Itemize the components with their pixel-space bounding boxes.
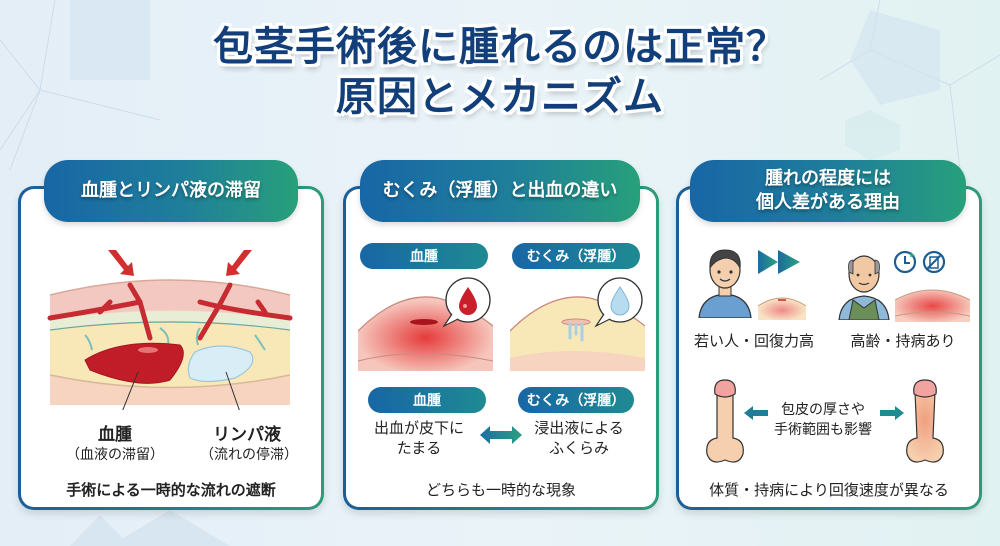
left-arrow-icon bbox=[744, 406, 768, 420]
card-2-header: むくみ（浮腫）と出血の違い bbox=[360, 160, 640, 222]
thickness-note: 包皮の厚さや 手術範囲も影響 bbox=[774, 402, 872, 438]
card-1-footer: 手術による一時的な流れの遮断 bbox=[66, 481, 276, 499]
skin-cross-section-illustration bbox=[47, 250, 293, 410]
young-person-label: 若い人・回復力高 bbox=[693, 332, 814, 350]
double-arrow-icon bbox=[480, 426, 522, 444]
card-3-header-line-1: 腫れの程度には bbox=[765, 168, 891, 189]
page-title: 包茎手術後に腫れるのは正常？ 原因とメカニズム bbox=[0, 22, 1000, 122]
hematoma-label: 血腫 bbox=[98, 425, 132, 445]
title-line-1: 包茎手術後に腫れるのは正常？ bbox=[213, 24, 787, 70]
hematoma-sublabel: （血液の滞留） bbox=[66, 447, 164, 463]
elderly-person-label: 高齢・持病あり bbox=[850, 332, 956, 350]
bottom-pill-hematoma: 血腫 bbox=[368, 387, 486, 413]
blood-drop-icon bbox=[459, 287, 477, 315]
lymph-sublabel: （流れの停滞） bbox=[200, 447, 298, 463]
card-2-footer: どちらも一時的な現象 bbox=[425, 481, 576, 499]
young-person-icon bbox=[698, 249, 752, 318]
mild-swelling-illustration bbox=[758, 297, 806, 320]
no-medicine-icon bbox=[922, 250, 946, 274]
card-1-header: 血腫とリンパ液の滞留 bbox=[44, 160, 298, 222]
edema-skin-illustration bbox=[510, 277, 645, 371]
water-drop-icon bbox=[610, 286, 630, 316]
severe-swelling-illustration bbox=[895, 289, 970, 322]
right-arrow-icon bbox=[880, 406, 904, 420]
top-pill-edema: むくみ（浮腫） bbox=[512, 243, 640, 269]
clock-icon bbox=[893, 250, 917, 274]
card-2-header-text: むくみ（浮腫）と出血の違い bbox=[382, 180, 618, 201]
edema-description: 浸出液による ふくらみ bbox=[534, 419, 624, 457]
card-3-header-line-2: 個人差がある理由 bbox=[756, 192, 900, 213]
bottom-pill-edema: むくみ（浮腫） bbox=[518, 387, 634, 413]
anatomy-illustration-swollen bbox=[906, 379, 944, 463]
card-3-footer: 体質・持病により回復速度が異なる bbox=[709, 481, 949, 499]
lymph-label: リンパ液 bbox=[213, 425, 281, 445]
top-pill-hematoma: 血腫 bbox=[360, 243, 488, 269]
fast-forward-icon bbox=[758, 250, 800, 274]
anatomy-illustration-normal bbox=[706, 379, 744, 463]
elderly-person-icon bbox=[838, 255, 890, 320]
card-3-header: 腫れの程度には 個人差がある理由 bbox=[690, 160, 966, 222]
hematoma-description: 出血が皮下に たまる bbox=[373, 419, 464, 457]
card-1-header-text: 血腫とリンパ液の滞留 bbox=[81, 180, 261, 201]
title-line-2: 原因とメカニズム bbox=[336, 74, 664, 120]
